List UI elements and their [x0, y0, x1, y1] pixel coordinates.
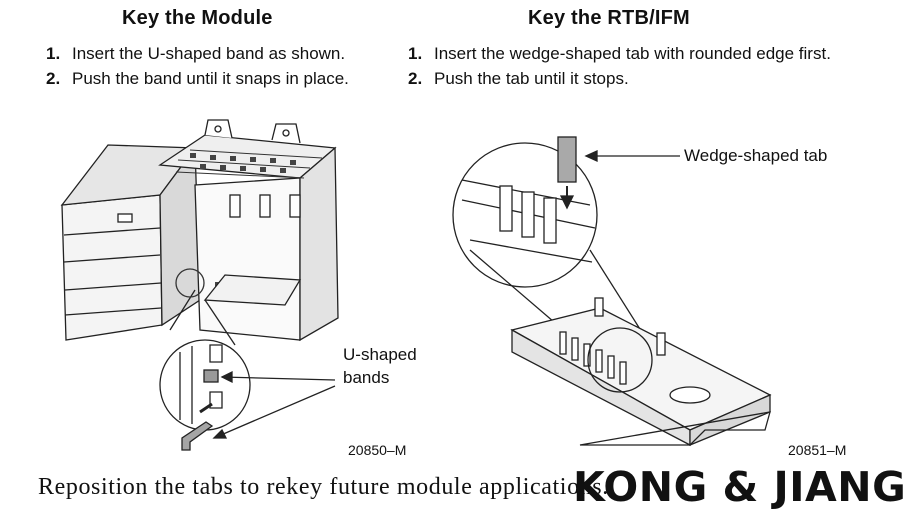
footer-note: Reposition the tabs to rekey future modu… [38, 474, 609, 500]
right-step-2: 2.Push the tab until it stops. [408, 69, 629, 88]
wedge-tab-callout: Wedge-shaped tab [684, 146, 828, 165]
left-figure-id: 20850–M [348, 442, 407, 458]
right-figure-id: 20851–M [788, 442, 847, 458]
u-shaped-callout-line1: U-shaped [343, 345, 417, 364]
right-step-1: 1.Insert the wedge-shaped tab with round… [408, 44, 831, 63]
right-heading: Key the RTB/IFM [528, 7, 690, 29]
left-step-2: 2.Push the band until it snaps in place. [46, 69, 349, 88]
u-band-lower [181, 421, 214, 451]
u-shaped-callout: U-shaped bands [343, 343, 417, 389]
u-shaped-callout-line2: bands [343, 368, 390, 387]
u-band-upper [203, 369, 219, 383]
left-heading: Key the Module [122, 7, 273, 29]
right-steps: 1.Insert the wedge-shaped tab with round… [408, 41, 831, 91]
watermark-logo: KONG & JIANG [573, 463, 907, 511]
wedge-tab [557, 136, 577, 183]
left-step-1: 1.Insert the U-shaped band as shown. [46, 44, 346, 63]
left-steps: 1.Insert the U-shaped band as shown. 2.P… [46, 41, 349, 91]
